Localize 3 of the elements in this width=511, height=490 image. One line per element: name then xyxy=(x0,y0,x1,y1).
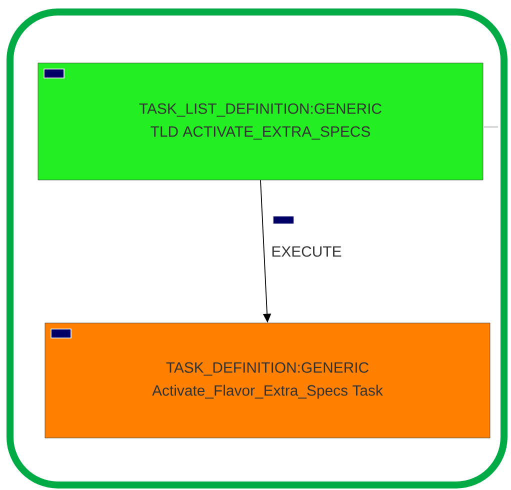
task-box: TASK_LIST_DEFINITION:GENERIC TLD ACTIVATE_EXTRA_SPECS xyxy=(38,62,484,180)
task-box: TASK_DEFINITION:GENERIC Activate_Flavor_Extra_Specs Task xyxy=(44,322,490,438)
edge-label: EXECUTE xyxy=(272,246,342,257)
